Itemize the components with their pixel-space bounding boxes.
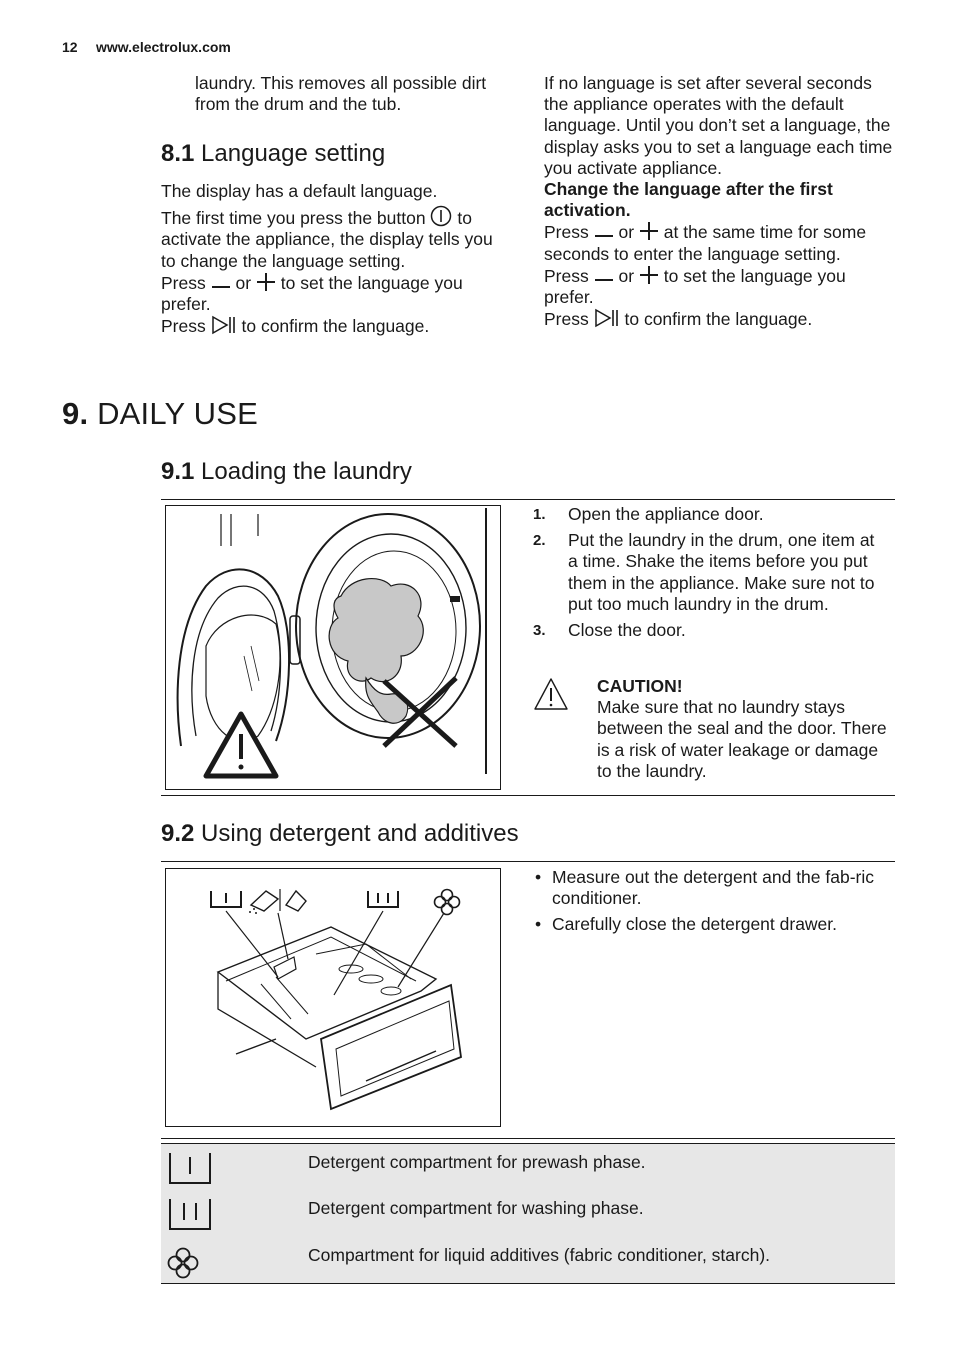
table-cell-description: Detergent compartment for washing phase. <box>308 1198 644 1218</box>
text-run: to confirm the language. <box>241 316 430 337</box>
paragraph: Press to confirm the language. <box>161 315 506 337</box>
detergent-drawer-illustration <box>165 868 501 1127</box>
paragraph: Press or to set the language you prefer. <box>161 272 506 315</box>
chapter-heading: 9. DAILY USE <box>62 396 258 432</box>
start-pause-icon <box>594 308 618 328</box>
section-title: Using detergent and additives <box>201 820 519 847</box>
divider <box>161 795 895 796</box>
text-run: Press <box>544 309 589 330</box>
paragraph: If no language is set after several seco… <box>544 73 893 178</box>
caution-text: Make sure that no laundry stays between … <box>597 697 887 781</box>
intro-fragment: laundry. This removes all possible dirt … <box>195 73 487 115</box>
paragraph: Press or at the same time for some secon… <box>544 221 896 264</box>
text-run: to confirm the language. <box>624 309 813 330</box>
text-run: or <box>618 265 635 286</box>
start-pause-icon <box>211 315 235 335</box>
plus-icon <box>639 222 658 241</box>
text-run: The first time you press the button <box>161 208 426 229</box>
text-run: Press <box>544 265 589 286</box>
flower-additive-icon <box>167 1247 199 1279</box>
section-9-1-heading: 9.1 Loading the laundry <box>161 458 412 486</box>
detergent-bullets: Measure out the detergent and the fab-ri… <box>533 867 885 941</box>
list-item: Measure out the detergent and the fab-ri… <box>533 867 885 909</box>
list-item: 3. Close the door. <box>533 620 883 641</box>
step-number: 3. <box>533 622 546 640</box>
text-run: to set the language you prefer. <box>544 265 846 308</box>
text-run: or <box>235 272 252 293</box>
plus-icon <box>256 272 275 291</box>
section-number: 9.1 <box>161 458 195 485</box>
table-cell-description: Compartment for liquid additives (fabric… <box>308 1245 771 1265</box>
bullet-list: Measure out the detergent and the fab-ri… <box>533 867 885 936</box>
step-text: Put the laundry in the drum, one item at… <box>568 530 875 614</box>
caution-box: CAUTION! Make sure that no laundry stays… <box>597 676 892 782</box>
text-run: Press <box>161 316 206 337</box>
paragraph: Press to confirm the language. <box>544 308 896 330</box>
list-item: 1. Open the appliance door. <box>533 504 883 525</box>
caution-title: CAUTION! <box>597 676 683 696</box>
table-top-rule <box>161 1138 895 1139</box>
section-8-1-body: The display has a default language. The … <box>161 181 506 337</box>
table-row: Compartment for liquid additives (fabric… <box>161 1237 895 1284</box>
prewash-compartment-icon <box>169 1153 211 1184</box>
list-item: 2. Put the laundry in the drum, one item … <box>533 530 883 615</box>
plus-icon <box>639 265 658 284</box>
loading-laundry-illustration <box>165 505 501 790</box>
washing-machine-open-door-illustration <box>176 508 487 779</box>
power-button-icon <box>431 205 452 227</box>
section-number: 9.2 <box>161 820 195 847</box>
section-title: Loading the laundry <box>201 458 412 485</box>
step-text: Open the appliance door. <box>568 504 764 524</box>
paragraph: The display has a default language. <box>161 181 438 201</box>
section-9-2-heading: 9.2 Using detergent and additives <box>161 820 519 848</box>
text-run: to set the language you prefer. <box>161 272 463 315</box>
minus-icon <box>211 285 230 288</box>
section-number: 8.1 <box>161 140 195 167</box>
section-title: Language setting <box>201 140 386 167</box>
minus-icon <box>594 278 613 281</box>
text-run: Press <box>161 272 206 293</box>
detergent-drawer-drawing <box>210 888 462 1111</box>
table-row: Detergent compartment for washing phase. <box>161 1190 895 1238</box>
step-text: Close the door. <box>568 620 686 641</box>
website-url: www.electrolux.com <box>96 39 231 55</box>
minus-icon <box>594 235 613 238</box>
page-number: 12 <box>62 39 78 55</box>
table-cell-description: Detergent compartment for prewash phase. <box>308 1152 646 1172</box>
paragraph: The first time you press the button to a… <box>161 205 506 272</box>
table-row: Detergent compartment for prewash phase. <box>161 1143 895 1192</box>
loading-steps: 1. Open the appliance door. 2. Put the lau… <box>533 504 883 646</box>
paragraph: Press or to set the language you prefer. <box>544 265 896 308</box>
chapter-number: 9. <box>62 396 89 431</box>
step-number: 1. <box>533 506 546 523</box>
steps-list: 1. Open the appliance door. 2. Put the lau… <box>533 504 883 641</box>
text-run: Press <box>544 222 589 243</box>
step-number: 2. <box>533 532 546 550</box>
section-8-1-right-column: If no language is set after several seco… <box>544 73 896 330</box>
wash-compartment-icon <box>169 1199 211 1230</box>
list-item: Carefully close the detergent drawer. <box>533 914 885 935</box>
chapter-title: DAILY USE <box>97 396 258 431</box>
section-8-1-heading: 8.1 Language setting <box>161 140 385 168</box>
caution-triangle-icon <box>534 678 568 710</box>
divider <box>161 861 895 862</box>
bold-instruction: Change the language after the first acti… <box>544 179 833 221</box>
text-run: to activate the appliance, the display t… <box>161 208 493 271</box>
divider <box>161 499 895 500</box>
text-run: at the same time for some seconds to ent… <box>544 222 867 264</box>
text-run: or <box>618 222 635 243</box>
